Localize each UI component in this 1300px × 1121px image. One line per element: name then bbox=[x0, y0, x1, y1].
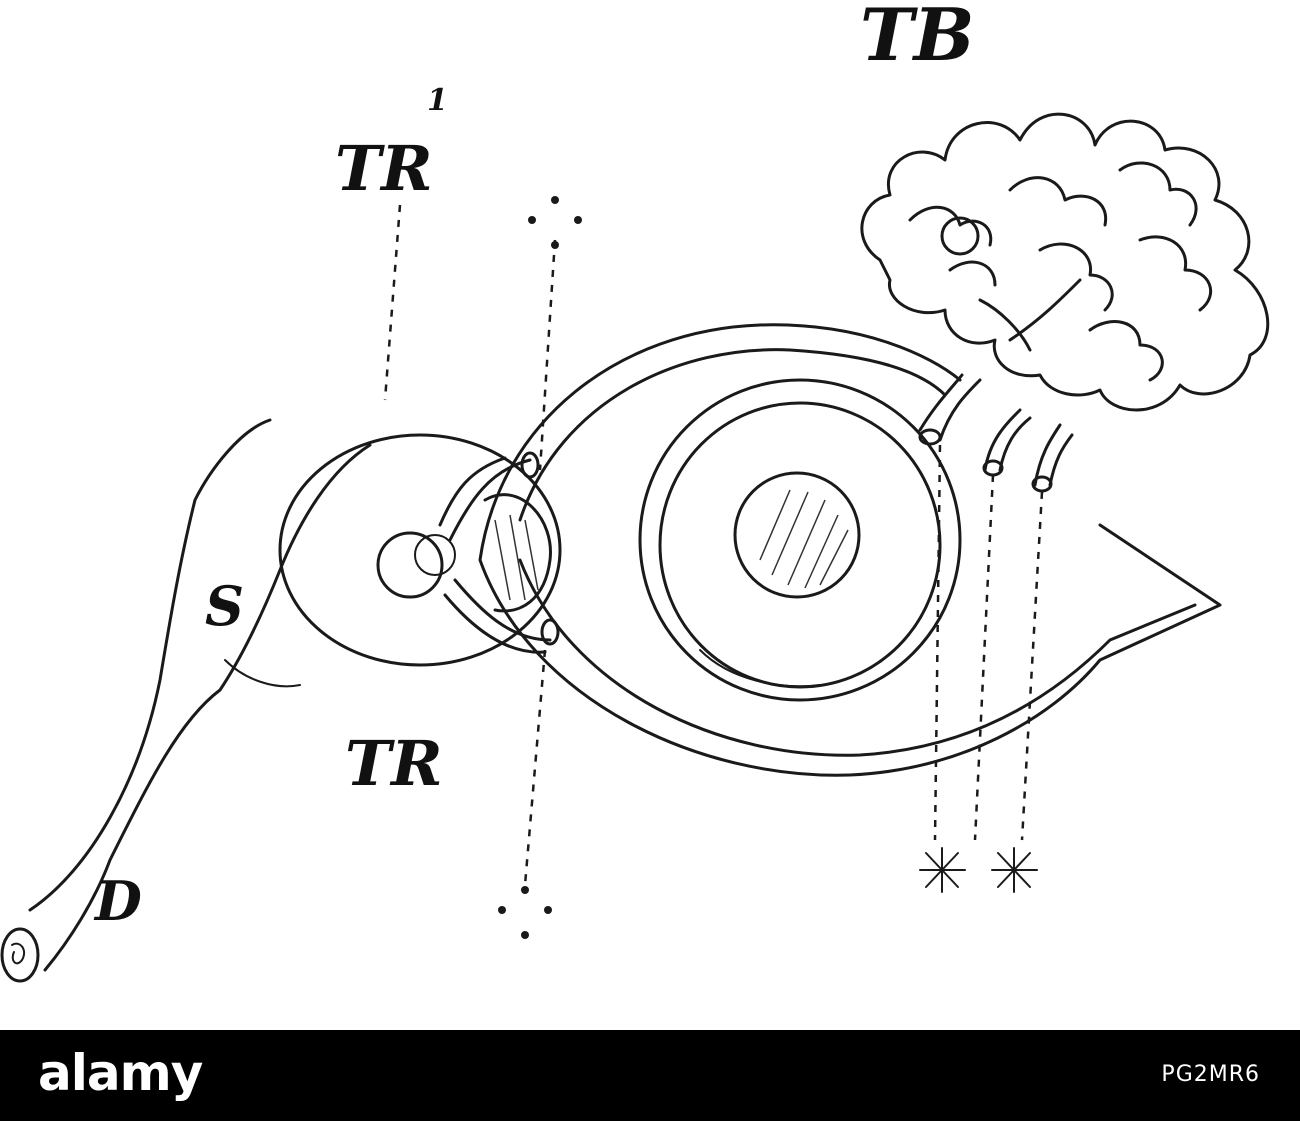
node-inner bbox=[414, 534, 456, 576]
gland-tube-1 bbox=[918, 373, 982, 442]
label-tr1: TR bbox=[335, 132, 433, 205]
gland-cluster bbox=[860, 112, 1270, 412]
cross-marker-top bbox=[528, 196, 582, 249]
brand-logo-text: alamy bbox=[38, 1044, 203, 1102]
label-tr1-superscript: 1 bbox=[427, 83, 448, 118]
duct-fold bbox=[224, 659, 301, 688]
leader-gland-2 bbox=[973, 474, 995, 841]
duct-opening-spiral bbox=[11, 942, 26, 965]
label-tr: TR bbox=[345, 727, 443, 800]
label-d: D bbox=[93, 869, 142, 933]
ring-gap bbox=[699, 649, 821, 688]
leader-gland-3 bbox=[1020, 491, 1044, 841]
leader-tr1 bbox=[383, 204, 402, 401]
upper-tube-end bbox=[520, 451, 540, 479]
outer-eye-loop-inner bbox=[518, 348, 1197, 757]
gland-tube-3-end bbox=[1031, 475, 1053, 493]
lower-tube bbox=[443, 578, 552, 654]
anatomical-diagram: TB TR 1 TR S D bbox=[0, 0, 1270, 983]
ring-outer bbox=[638, 378, 962, 702]
label-s: S bbox=[205, 574, 244, 638]
leader-bottom-cross bbox=[523, 649, 547, 886]
cross-marker-bottom bbox=[498, 886, 552, 939]
outer-eye-loop bbox=[478, 323, 1222, 777]
star-marker-right bbox=[991, 847, 1038, 893]
watermark-footer-bar: alamy PG2MR6 bbox=[0, 1030, 1300, 1121]
central-disc bbox=[733, 471, 861, 599]
lower-tube-end bbox=[540, 618, 560, 646]
upper-tube bbox=[438, 456, 532, 542]
image-id-text: PG2MR6 bbox=[1161, 1062, 1260, 1087]
left-oval bbox=[278, 433, 562, 667]
left-oval-lens bbox=[483, 493, 552, 613]
duct-opening bbox=[0, 927, 40, 983]
central-disc-hatching bbox=[759, 489, 849, 589]
lens-hatching bbox=[494, 514, 539, 601]
leader-top-cross bbox=[538, 239, 557, 471]
leader-gland-1 bbox=[933, 444, 942, 841]
diagram-svg: TB TR 1 TR S D bbox=[0, 0, 1270, 983]
duct bbox=[28, 418, 372, 972]
star-marker-left bbox=[919, 847, 966, 893]
ring-inner bbox=[658, 401, 942, 689]
node bbox=[376, 531, 444, 599]
label-tb: TB bbox=[860, 0, 974, 77]
gland-tube-1-end bbox=[918, 428, 942, 446]
